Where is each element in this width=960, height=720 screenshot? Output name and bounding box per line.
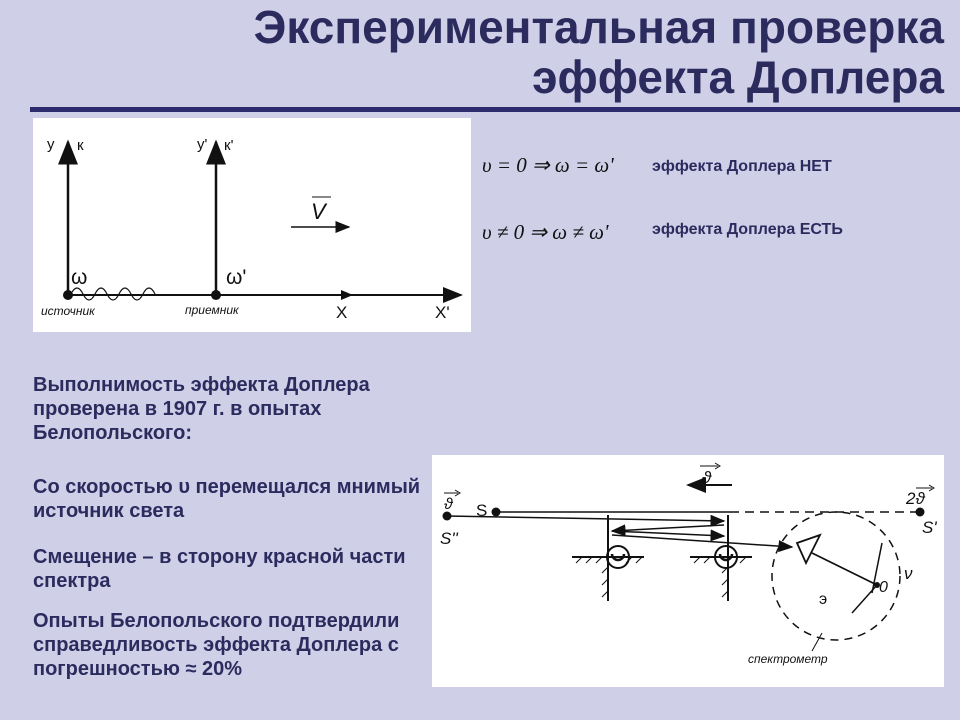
beam-1 [446, 514, 726, 527]
paragraph-velocity: Со скоростью υ перемещался мнимый источн… [33, 476, 421, 522]
axis-y-prime-label: y' [197, 136, 208, 153]
note-effect: эффекта Доплера ЕСТЬ [652, 221, 843, 238]
page-title: Экспериментальная проверка эффекта Допле… [44, 2, 944, 102]
beam-3 [611, 529, 726, 542]
title-line-1: Экспериментальная проверка [253, 1, 944, 53]
velocity-top-label: ϑ [702, 468, 712, 487]
formula-effect: υ ≠ 0 ⇒ ω ≠ ω' [482, 220, 609, 244]
beam-2 [610, 524, 725, 537]
s-prime-dot [915, 507, 925, 517]
spectrometer-circle [771, 511, 901, 641]
detector-line [871, 542, 883, 594]
mirror-assembly-2 [690, 515, 752, 601]
axis-x-label: X [336, 303, 347, 322]
receiver-label: приемник [185, 303, 240, 317]
spectrometer-beam [811, 552, 878, 586]
velocity-right-label: 2ϑ [905, 489, 925, 508]
velocity-top-overbar-tip [714, 462, 721, 470]
spectrometer-label: спектрометр [748, 652, 828, 666]
velocity-left-overbar-tip [454, 489, 461, 497]
frames-diagram-panel: V y к y' к' ω ω' источник приемник X X' [33, 118, 471, 332]
title-divider [30, 107, 960, 112]
spectrometer-leader [811, 632, 823, 652]
axis-k-label: к [77, 137, 84, 154]
omega-label: ω [71, 266, 87, 289]
title-line-2: эффекта Доплера [532, 51, 944, 103]
zero-dot [874, 582, 880, 588]
axis-x-prime-label: X' [435, 303, 450, 322]
nu-label: ν [904, 564, 913, 583]
velocity-right-overbar-tip [928, 484, 935, 492]
wave [70, 287, 156, 301]
s-label: S [476, 501, 487, 520]
source-dot [63, 290, 73, 300]
axis-k-prime-label: к' [224, 137, 234, 154]
s-double-prime-label: S'' [440, 529, 459, 548]
receiver-dot [211, 290, 221, 300]
omega-prime-label: ω' [226, 266, 246, 289]
paragraph-conclusion: Опыты Белопольского подтвердили справедл… [33, 610, 400, 680]
note-no-effect: эффекта Доплера НЕТ [652, 158, 832, 175]
x-axis-arrow [341, 290, 353, 300]
e-label: э [819, 591, 827, 608]
mirror-assembly-1 [572, 515, 644, 601]
velocity-label: V [311, 199, 328, 224]
s-prime-label: S' [922, 518, 937, 537]
paragraph-verification: Выполнимость эффекта Доплера проверена в… [33, 374, 370, 444]
prism [795, 533, 822, 566]
zero-label: 0 [879, 579, 888, 596]
frames-diagram: V y к y' к' ω ω' источник приемник X X' [41, 136, 463, 322]
paragraph-shift: Смещение – в сторону красной части спект… [33, 546, 406, 592]
source-label: источник [41, 304, 96, 318]
velocity-left-label: ϑ [444, 496, 454, 513]
formula-no-effect: υ = 0 ⇒ ω = ω' [482, 153, 614, 177]
apparatus-diagram: ϑ ϑ 2ϑ S S' S'' [440, 462, 937, 666]
beam-4 [611, 534, 794, 553]
apparatus-diagram-panel: ϑ ϑ 2ϑ S S' S'' [432, 455, 944, 687]
axis-y-label: y [47, 136, 55, 153]
